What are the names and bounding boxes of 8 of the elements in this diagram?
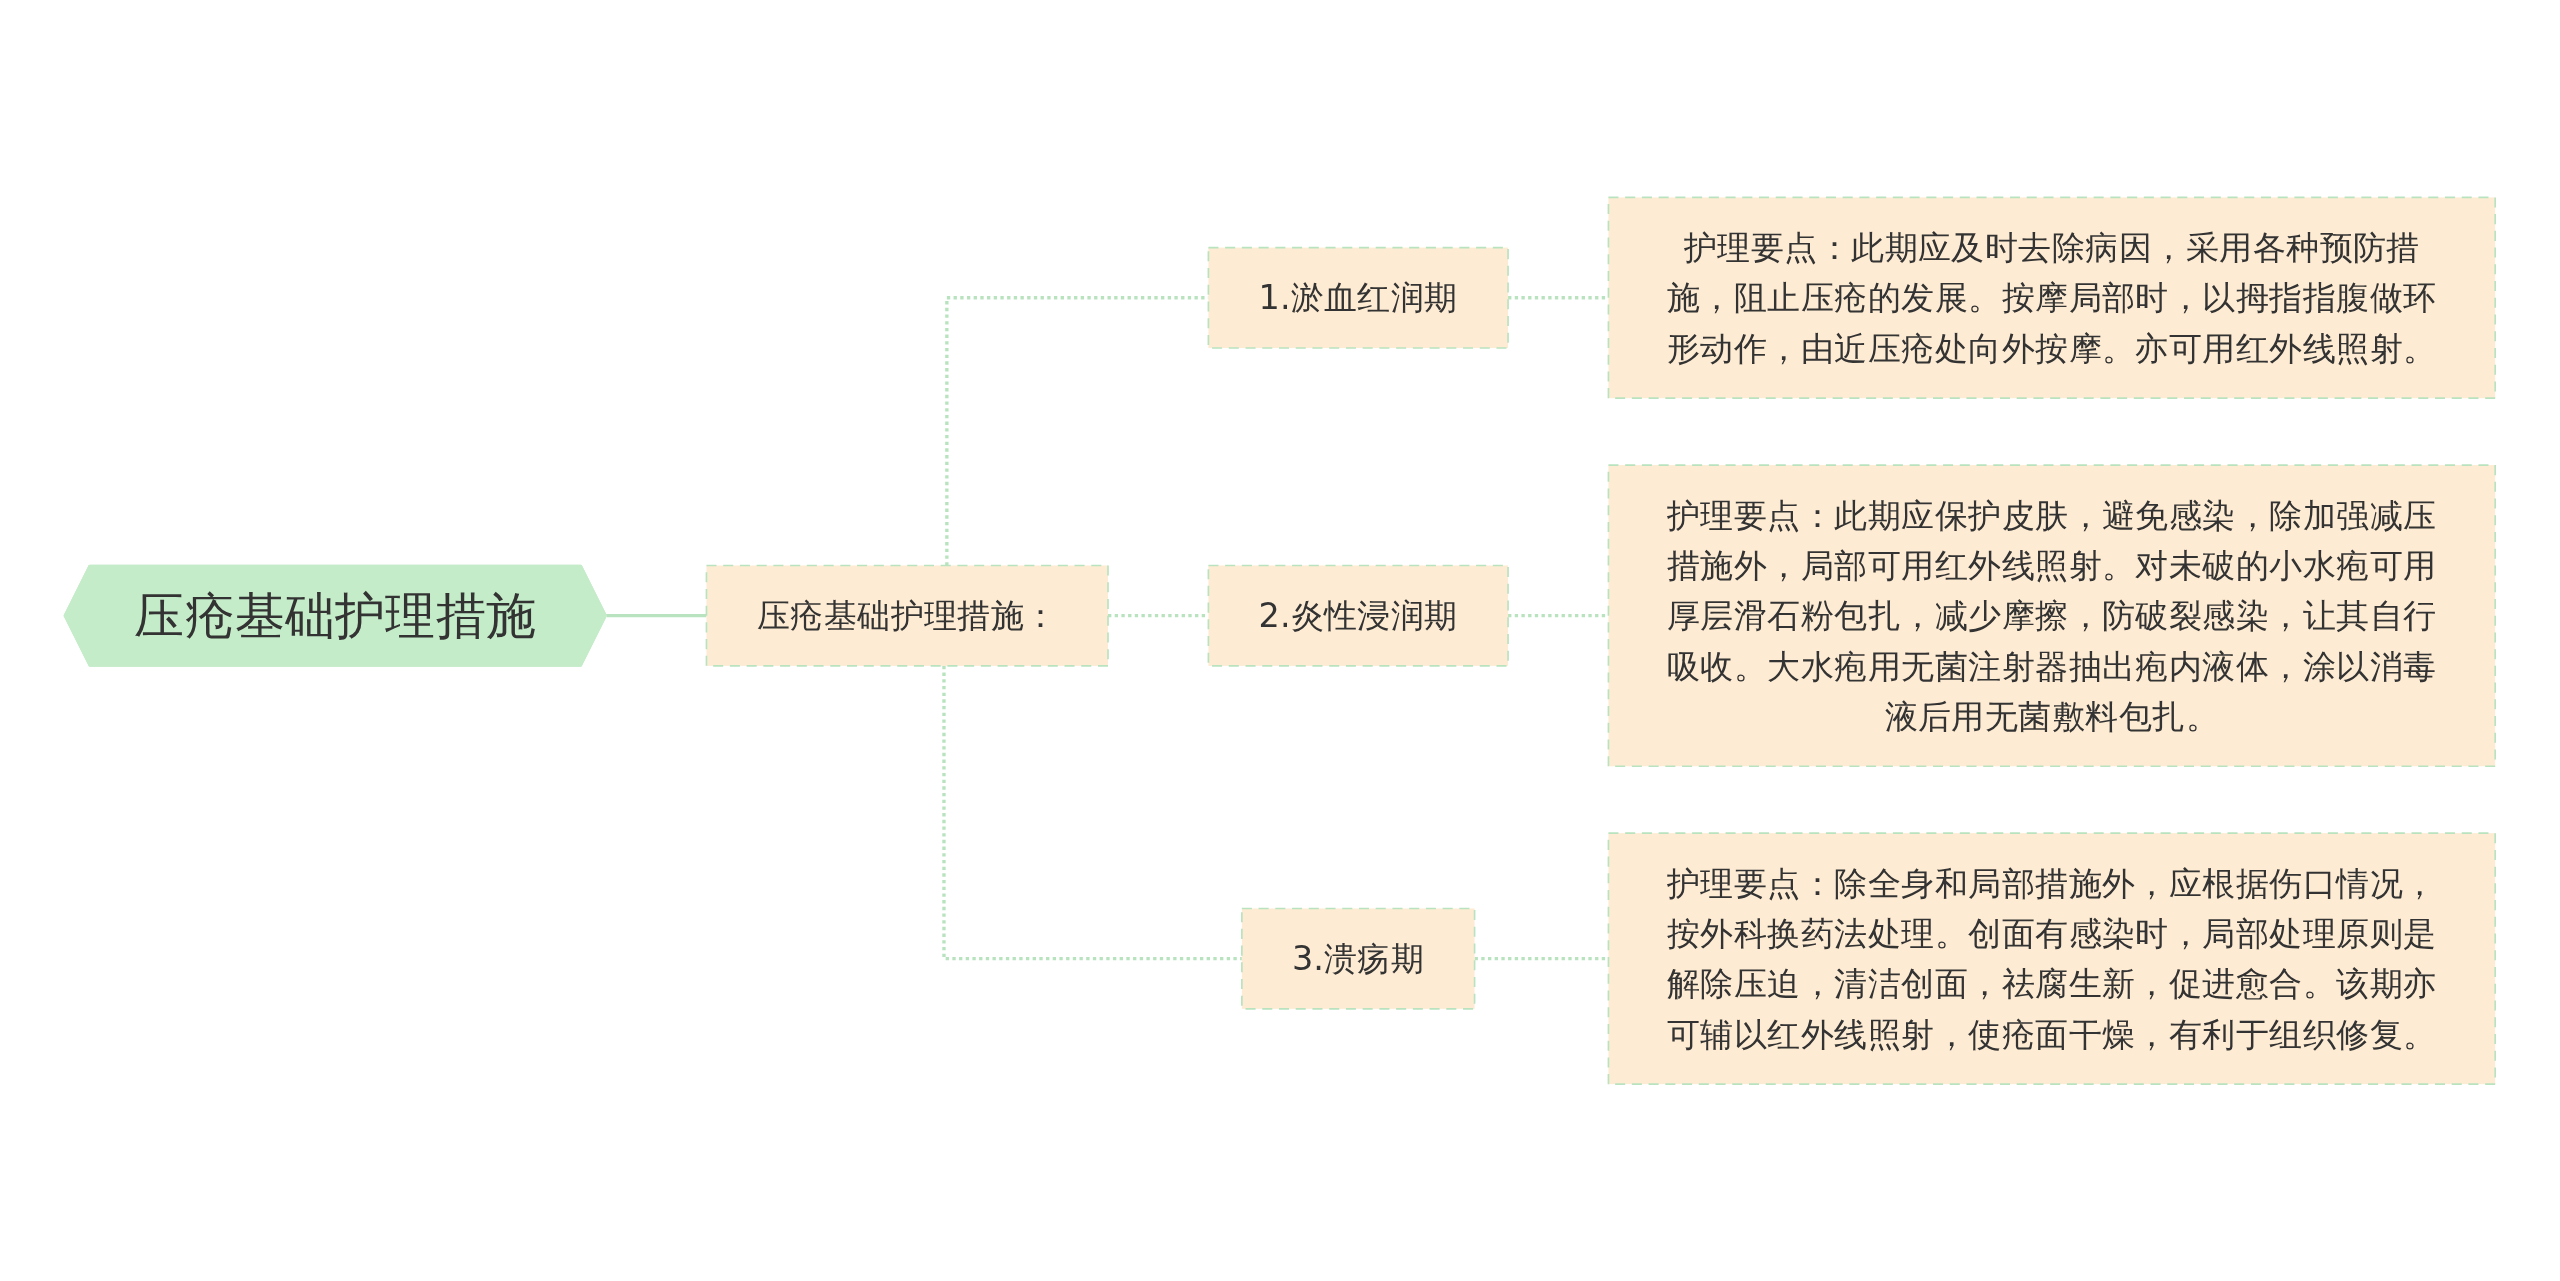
node-box: 压疮基础护理措施： (705, 564, 1110, 667)
node-box: 护理要点：除全身和局部措施外，应根据伤口情况，按外科换药法处理。创面有感染时，局部处理原则是解除压迫，清洁创面，祛腐生新，促进愈合。该期亦可辅以红外线照射，使疮面干燥，有利于组织修复。 (1607, 832, 2497, 1085)
node-box: 护理要点：此期应及时去除病因，采用各种预防措施，阻止压疮的发展。按摩局部时，以拇指指腹做环形动作，由近压疮处向外按摩。亦可用红外线照射。 (1607, 196, 2497, 399)
node-box: 3.溃疡期 (1241, 907, 1476, 1010)
node-box: 2.炎性浸润期 (1207, 564, 1510, 667)
node-box: 护理要点：此期应保护皮肤，避免感染，除加强减压措施外，局部可用红外线照射。对未破的小水疱可用厚层滑石粉包扎，减少摩擦，防破裂感染，让其自行吸收。大水疱用无菌注射器抽出疱内液体，涂以消毒液后用无菌敷料包扎。 (1607, 464, 2497, 767)
connector (605, 613, 707, 618)
node-box: 1.淤血红润期 (1207, 246, 1510, 349)
